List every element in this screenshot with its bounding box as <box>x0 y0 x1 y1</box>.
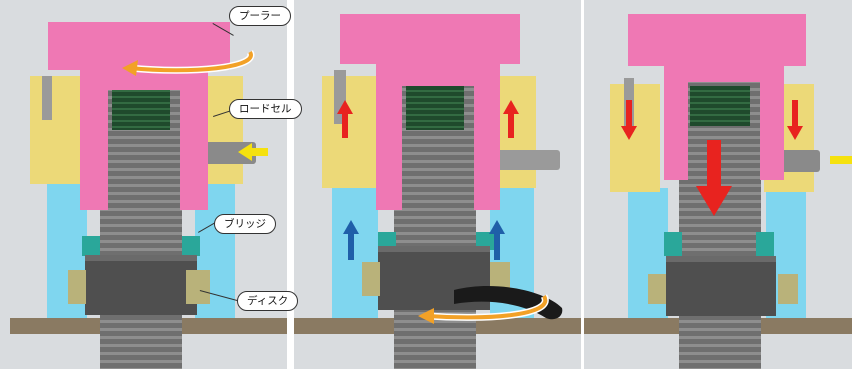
yellow-arrow-body <box>250 148 268 156</box>
rotate-arrow <box>129 50 253 73</box>
red-arrow-left <box>342 112 348 138</box>
bridge-joint-left <box>82 236 100 256</box>
disk-left <box>648 274 666 304</box>
yellow-arrow-body <box>830 156 852 164</box>
nut <box>666 256 776 316</box>
connector <box>200 142 256 164</box>
label-load-cell: ロードセル <box>229 99 302 119</box>
bolt-thread-top <box>690 86 750 126</box>
bridge-joint-right <box>756 232 774 256</box>
disk-left <box>362 262 380 296</box>
label-bridge: ブリッジ <box>214 214 276 234</box>
rotate-arrow <box>427 294 548 320</box>
bolt-thread-top <box>112 86 170 130</box>
label-disk: ディスク <box>237 291 299 311</box>
load-cell-left <box>322 76 376 188</box>
yellow-arrow-head <box>238 143 252 161</box>
load-cell-left <box>30 76 80 184</box>
disk-right <box>186 270 210 304</box>
panel-stage-2 <box>294 0 581 369</box>
panel-stage-1 <box>0 0 287 369</box>
bridge-left <box>332 182 378 318</box>
red-arrow-left <box>626 100 632 128</box>
bolt-thread-top <box>406 86 464 130</box>
load-cell-sensor-left <box>42 76 52 120</box>
puller <box>340 14 520 210</box>
puller <box>628 14 806 180</box>
bridge-joint-right <box>182 236 200 256</box>
nut <box>85 255 197 315</box>
disk-left <box>68 270 86 304</box>
bridge-joint-right <box>476 232 494 250</box>
load-cell-left <box>610 84 660 192</box>
red-arrow-center <box>707 140 721 188</box>
connector <box>492 150 560 170</box>
bridge-joint-left <box>664 232 682 256</box>
disk-right <box>778 274 798 304</box>
bridge-joint-left <box>378 232 396 250</box>
panel-stage-3 <box>584 0 852 369</box>
blue-arrow-right <box>494 232 500 260</box>
label-puller: プーラー <box>229 6 291 26</box>
blue-arrow-left <box>348 232 354 260</box>
red-arrow-right <box>792 100 798 128</box>
red-arrow-right <box>508 112 514 138</box>
